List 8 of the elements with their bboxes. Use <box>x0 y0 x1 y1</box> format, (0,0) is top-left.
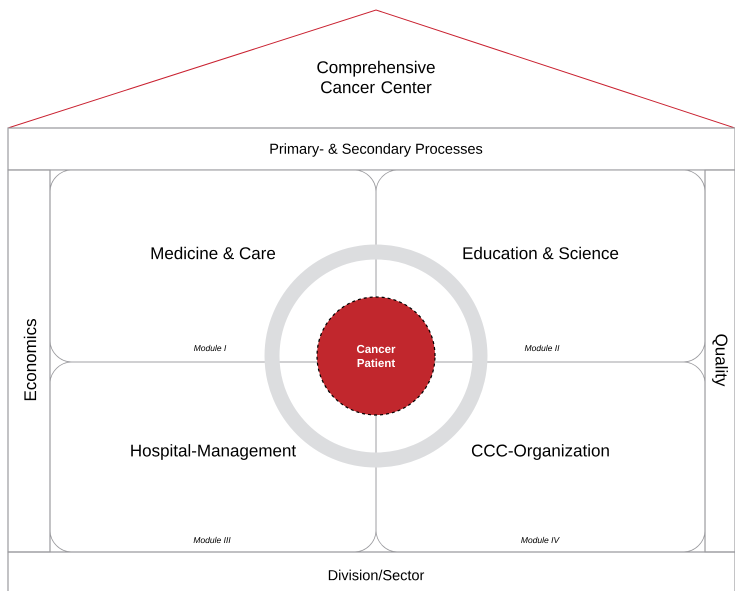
band: Division/Sector <box>7 551 735 591</box>
column: Quality <box>704 169 735 553</box>
band: Primary- & Secondary Processes <box>7 127 735 171</box>
column: Economics <box>7 169 51 553</box>
module-label: Module I <box>194 344 226 352</box>
module-label: Module IV <box>521 536 560 544</box>
module-label: Module II <box>524 344 560 352</box>
module-label: Module III <box>194 536 231 544</box>
